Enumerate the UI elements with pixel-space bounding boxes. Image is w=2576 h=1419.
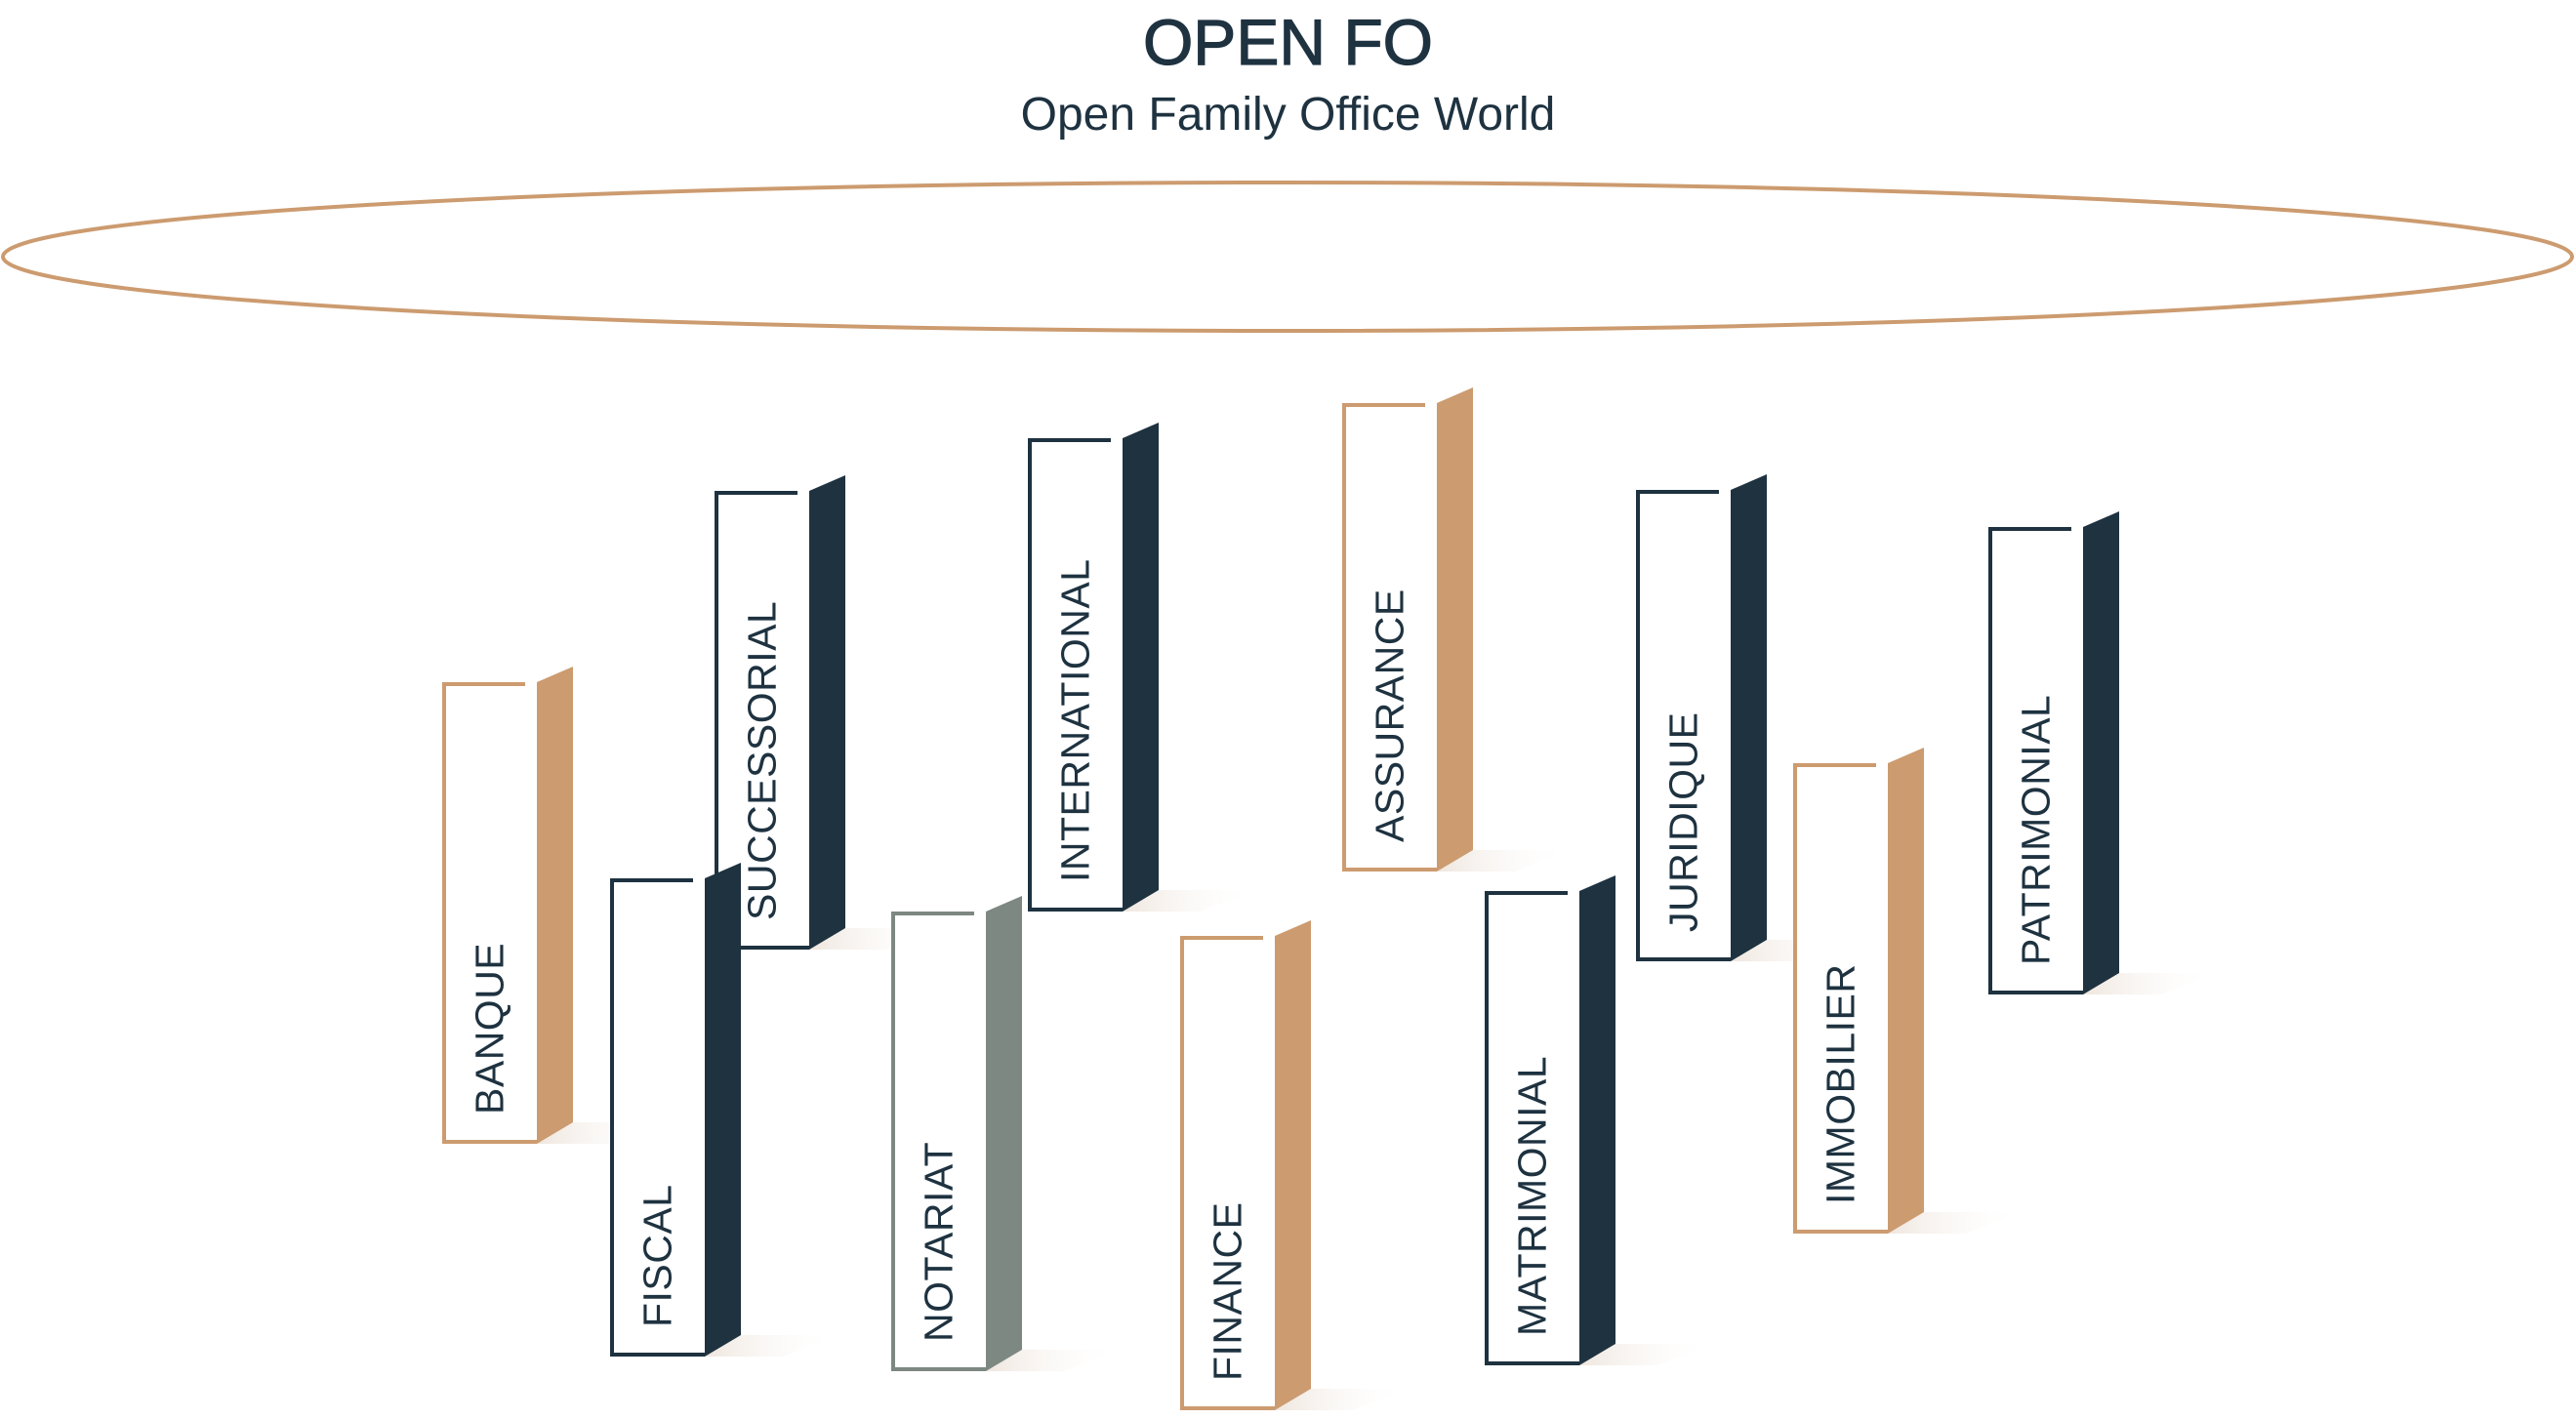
pillar-side-face bbox=[705, 863, 741, 1357]
pillar-label: FINANCE bbox=[1206, 1202, 1250, 1381]
pillar-shadow bbox=[1437, 850, 1571, 872]
pillar-outline bbox=[1342, 403, 1437, 872]
pillar-fiscal: FISCAL bbox=[610, 863, 838, 1357]
pillar-front-face bbox=[444, 684, 535, 1142]
pillar-outline bbox=[1028, 438, 1123, 912]
pillar-outline bbox=[1793, 763, 1888, 1234]
pillar-side-face bbox=[1275, 920, 1311, 1410]
pillar-shadow bbox=[1888, 1212, 2022, 1234]
pillar-label: MATRIMONIAL bbox=[1510, 1056, 1555, 1336]
pillar-international: INTERNATIONAL bbox=[1028, 423, 1256, 912]
pillar-side-face bbox=[1123, 423, 1159, 912]
pillar-front-face bbox=[1990, 529, 2081, 993]
pillar-label: BANQUE bbox=[468, 943, 512, 1115]
pillar-front-face bbox=[1795, 765, 1886, 1232]
pillar-shadow bbox=[986, 1350, 1120, 1371]
pillar-banque: BANQUE bbox=[442, 667, 671, 1144]
pillar-label: ASSURANCE bbox=[1368, 588, 1412, 842]
pillar-side-face bbox=[1579, 875, 1615, 1365]
pillar-label: IMMOBILIER bbox=[1819, 964, 1863, 1204]
pillar-label: PATRIMONIAL bbox=[2014, 695, 2059, 965]
world-ellipse bbox=[1, 181, 2574, 333]
pillar-side-face bbox=[2083, 511, 2119, 994]
pillar-side-face bbox=[537, 667, 573, 1144]
pillar-outline bbox=[610, 878, 705, 1357]
pillar-outline bbox=[1485, 891, 1579, 1365]
pillar-side-face bbox=[986, 896, 1022, 1371]
pillar-outline bbox=[442, 682, 537, 1144]
pillar-front-face bbox=[893, 913, 984, 1369]
pillar-side-face bbox=[1437, 387, 1473, 872]
pillar-front-face bbox=[1638, 492, 1729, 959]
pillar-matrimonial: MATRIMONIAL bbox=[1485, 875, 1713, 1365]
pillar-outline bbox=[715, 491, 809, 950]
pillar-outline bbox=[891, 912, 986, 1371]
pillar-shadow bbox=[1579, 1344, 1713, 1365]
pillar-label: JURIDIQUE bbox=[1661, 712, 1706, 932]
page-subtitle: Open Family Office World bbox=[1020, 89, 1556, 141]
pillar-front-face bbox=[1030, 440, 1121, 910]
pillar-label: NOTARIAT bbox=[917, 1142, 961, 1342]
page-title: OPEN FO bbox=[1142, 5, 1434, 78]
pillars-group: INTERNATIONAL ASSURANCE SUCCESSORIAL JURIDI… bbox=[442, 387, 2217, 1410]
pillar-successorial: SUCCESSORIAL bbox=[715, 475, 943, 950]
pillar-notariat: NOTARIAT bbox=[891, 896, 1120, 1371]
pillar-finance: FINANCE bbox=[1180, 920, 1409, 1410]
pillar-label: SUCCESSORIAL bbox=[740, 601, 785, 920]
pillar-front-face bbox=[1182, 938, 1273, 1408]
pillar-front-face bbox=[612, 880, 703, 1355]
pillar-shadow bbox=[1123, 890, 1256, 912]
pillar-side-face bbox=[1888, 748, 1924, 1234]
pillar-label: FISCAL bbox=[635, 1184, 680, 1327]
pillar-shadow bbox=[705, 1335, 838, 1357]
pillar-side-face bbox=[1731, 474, 1767, 961]
pillar-outline bbox=[1988, 527, 2083, 994]
pillar-front-face bbox=[1487, 893, 1577, 1363]
pillar-patrimonial: PATRIMONIAL bbox=[1988, 511, 2217, 994]
pillar-immobilier: IMMOBILIER bbox=[1793, 748, 2022, 1234]
pillar-shadow bbox=[1275, 1389, 1409, 1410]
pillar-front-face bbox=[1344, 405, 1435, 870]
pillar-outline bbox=[1636, 490, 1731, 961]
pillar-side-face bbox=[809, 475, 845, 950]
pillar-assurance: ASSURANCE bbox=[1342, 387, 1571, 872]
pillar-label: INTERNATIONAL bbox=[1053, 559, 1098, 883]
pillar-outline bbox=[1180, 936, 1275, 1410]
pillar-juridique: JURIDIQUE bbox=[1636, 474, 1864, 961]
pillar-shadow bbox=[2083, 973, 2217, 994]
